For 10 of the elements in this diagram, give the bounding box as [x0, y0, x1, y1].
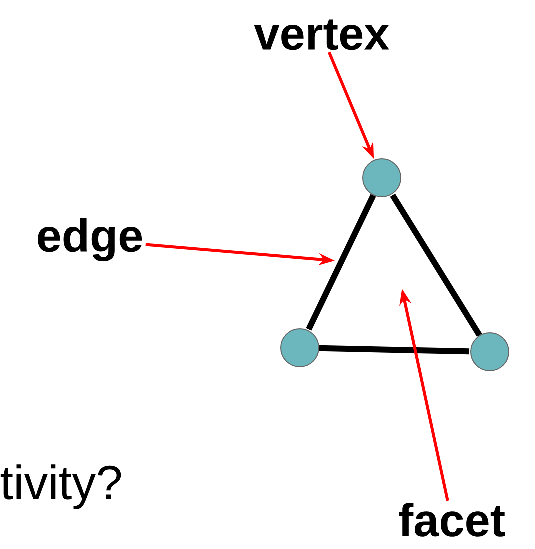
- triangle-edge: [390, 194, 482, 338]
- vertex-circle: [470, 332, 510, 372]
- callout-label: facet: [399, 503, 506, 537]
- callout-label: edge: [38, 218, 142, 262]
- triangle-edge: [319, 345, 470, 355]
- callout-label: vertex: [254, 20, 390, 50]
- vertex-circle: [362, 158, 402, 198]
- slide-text: tivity?: [0, 464, 122, 510]
- vertex-circle: [280, 328, 320, 368]
- triangle-edge: [306, 194, 376, 331]
